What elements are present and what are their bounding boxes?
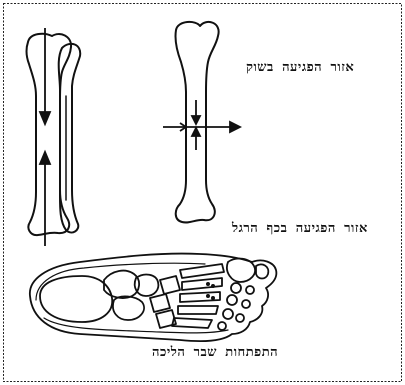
tibia-bone	[27, 34, 71, 235]
foot-injury-area-label: אזור הפגיעה בכף הרגל	[232, 220, 368, 236]
tibia-fibula-illustration	[27, 34, 81, 235]
compression-arrows-shin	[40, 28, 50, 246]
stress-arrows-bone	[163, 100, 240, 150]
foot-skeleton-illustration	[30, 254, 277, 342]
fracture-marks	[206, 282, 215, 300]
march-fracture-label: התפתחות שבר הליכה	[152, 344, 278, 360]
shin-injury-area-label: אזור הפגיעה בשוק	[246, 59, 354, 75]
